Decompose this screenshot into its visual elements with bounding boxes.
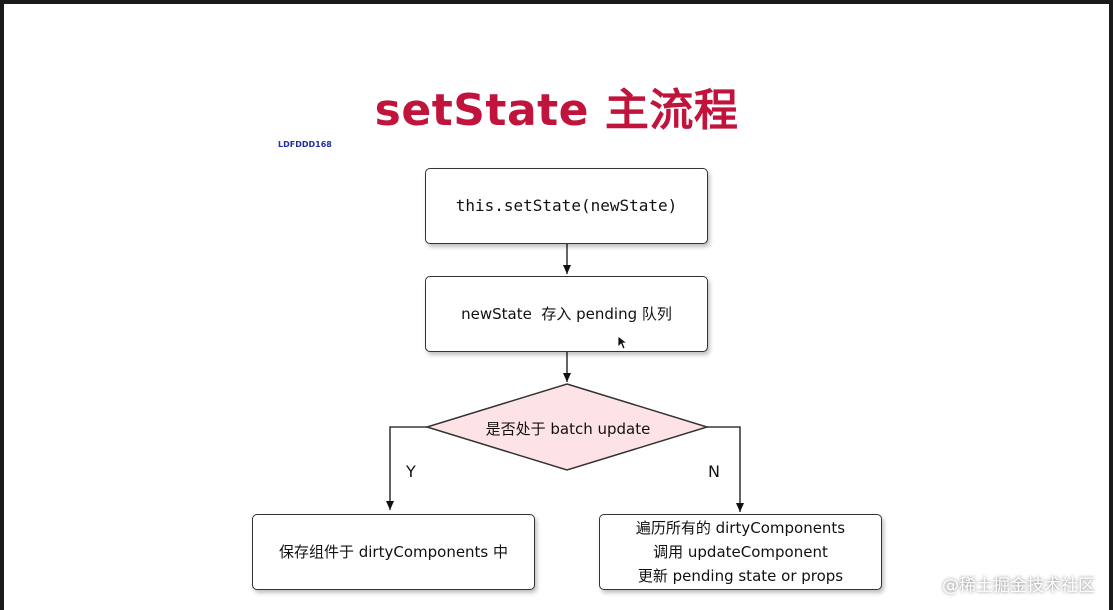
- slide: setState 主流程 LDFDDD168 this.setState(new…: [4, 4, 1109, 610]
- no-box-line3: 更新 pending state or props: [637, 567, 844, 585]
- start-box-text: this.setState(newState): [455, 196, 678, 215]
- watermark: @稀土掘金技术社区: [942, 576, 1095, 596]
- mouse-cursor-icon: [617, 335, 629, 350]
- no-label: N: [708, 462, 720, 481]
- arrow-no-branch: [707, 426, 744, 512]
- queue-box-text: newState 存入 pending 队列: [461, 305, 672, 323]
- yes-label: Y: [406, 462, 416, 481]
- no-box: 遍历所有的 dirtyComponents 调用 updateComponent…: [599, 514, 882, 590]
- no-box-line1: 遍历所有的 dirtyComponents: [635, 519, 846, 537]
- yes-box: 保存组件于 dirtyComponents 中: [252, 514, 535, 590]
- queue-box: newState 存入 pending 队列: [425, 276, 708, 352]
- start-box: this.setState(newState): [425, 168, 708, 244]
- decision-text: 是否处于 batch update: [485, 420, 651, 438]
- no-box-line2: 调用 updateComponent: [653, 543, 828, 561]
- slide-title: setState 主流程: [374, 85, 739, 136]
- flow-connectors: [386, 244, 744, 512]
- code-tag: LDFDDD168: [278, 140, 332, 149]
- decision-diamond: [424, 383, 710, 471]
- arrow-yes-branch: [386, 426, 427, 510]
- yes-box-text: 保存组件于 dirtyComponents 中: [278, 543, 509, 561]
